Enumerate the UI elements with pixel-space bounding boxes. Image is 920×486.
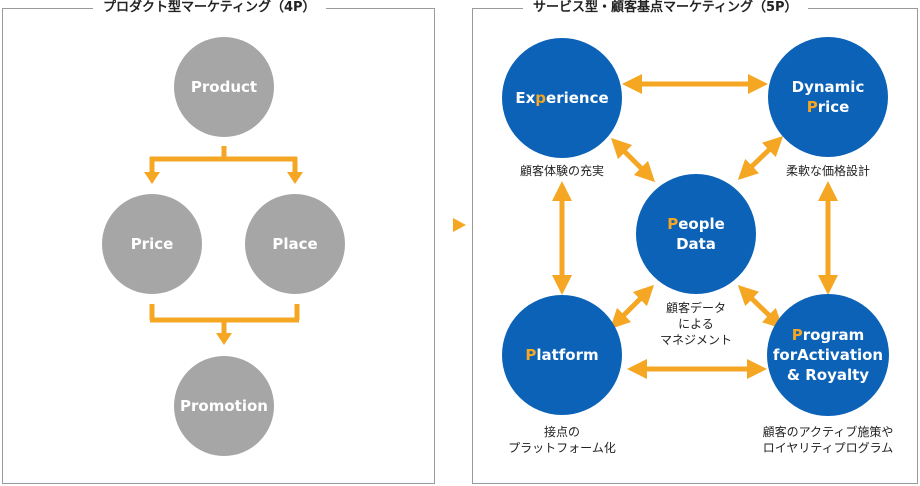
arrow-platform-people: [609, 284, 655, 330]
right-panel-title: サービス型・顧客基点マーケティング（5P）: [523, 0, 808, 16]
experience-text-post: erience: [546, 89, 609, 107]
node-place: Place: [245, 194, 345, 294]
dynamic-line2: rice: [817, 98, 850, 116]
left-panel-title: プロダクト型マーケティング（4P）: [93, 0, 326, 16]
arrow-experience-people: [610, 137, 656, 183]
program-line3: & Royalty: [786, 366, 870, 384]
left-panel: プロダクト型マーケティング（4P）: [2, 0, 435, 484]
people-highlight: P: [667, 215, 679, 233]
program-line1: rogram: [802, 326, 865, 344]
node-promotion: Promotion: [174, 356, 274, 456]
caption-dynamic-price: 柔軟な価格設計: [785, 164, 870, 178]
arrow-dynamic-people: [737, 136, 784, 180]
caption-people-data: 顧客データ による マネジメント: [636, 300, 756, 348]
arrow-program-people: [737, 285, 784, 329]
product-branch-connector: [149, 146, 298, 172]
arrow-to-price: [144, 172, 160, 184]
arrow-to-place: [287, 172, 303, 184]
right-panel: サービス型・顧客基点マーケティング（5P）: [472, 0, 918, 484]
caption-experience: 顧客体験の充実: [519, 164, 604, 178]
experience-text-pre: Ex: [515, 89, 536, 107]
caption-program: 顧客のアクティブ施策や ロイヤリティプログラム: [748, 424, 908, 456]
program-line2: forActivation: [772, 346, 884, 364]
caption-people-line2: による: [678, 317, 714, 331]
program-highlight: P: [791, 326, 803, 344]
node-experience: Experience: [502, 38, 622, 158]
node-program: Program forActivation & Royalty: [767, 294, 889, 416]
experience-highlight: p: [535, 89, 547, 107]
caption-program-line2: ロイヤリティプログラム: [762, 441, 894, 455]
caption-people-line3: マネジメント: [659, 333, 732, 347]
people-line2: Data: [676, 235, 716, 253]
people-line1: eople: [678, 215, 725, 233]
caption-people-line1: 顧客データ: [665, 301, 726, 315]
platform-text: latform: [536, 346, 599, 364]
caption-platform-line1: 接点の: [543, 425, 580, 439]
caption-program-line1: 顧客のアクティブ施策や: [762, 425, 894, 439]
dynamic-highlight: P: [806, 98, 818, 116]
caption-platform: 接点の プラットフォーム化: [492, 424, 632, 456]
node-platform: Platform: [502, 295, 622, 415]
arrow-to-promotion: [216, 333, 232, 345]
transition-arrow: [453, 218, 466, 232]
node-product: Product: [174, 37, 274, 137]
node-price: Price: [102, 194, 202, 294]
caption-platform-line2: プラットフォーム化: [508, 441, 616, 455]
merge-connector: [149, 304, 300, 334]
platform-highlight: P: [525, 346, 537, 364]
dynamic-line1: Dynamic: [791, 78, 865, 96]
